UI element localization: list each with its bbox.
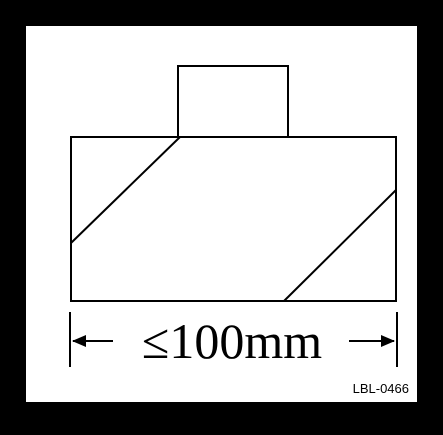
diagonal-line-right bbox=[283, 189, 397, 302]
diagonal-line-left bbox=[70, 136, 181, 244]
inner-panel bbox=[26, 26, 417, 402]
dimension-label: ≤100mm bbox=[142, 313, 322, 369]
arrow-right-icon bbox=[381, 335, 395, 347]
label-code: LBL-0466 bbox=[353, 381, 409, 396]
main-block-shape bbox=[70, 136, 397, 302]
arrow-left-icon bbox=[72, 335, 86, 347]
